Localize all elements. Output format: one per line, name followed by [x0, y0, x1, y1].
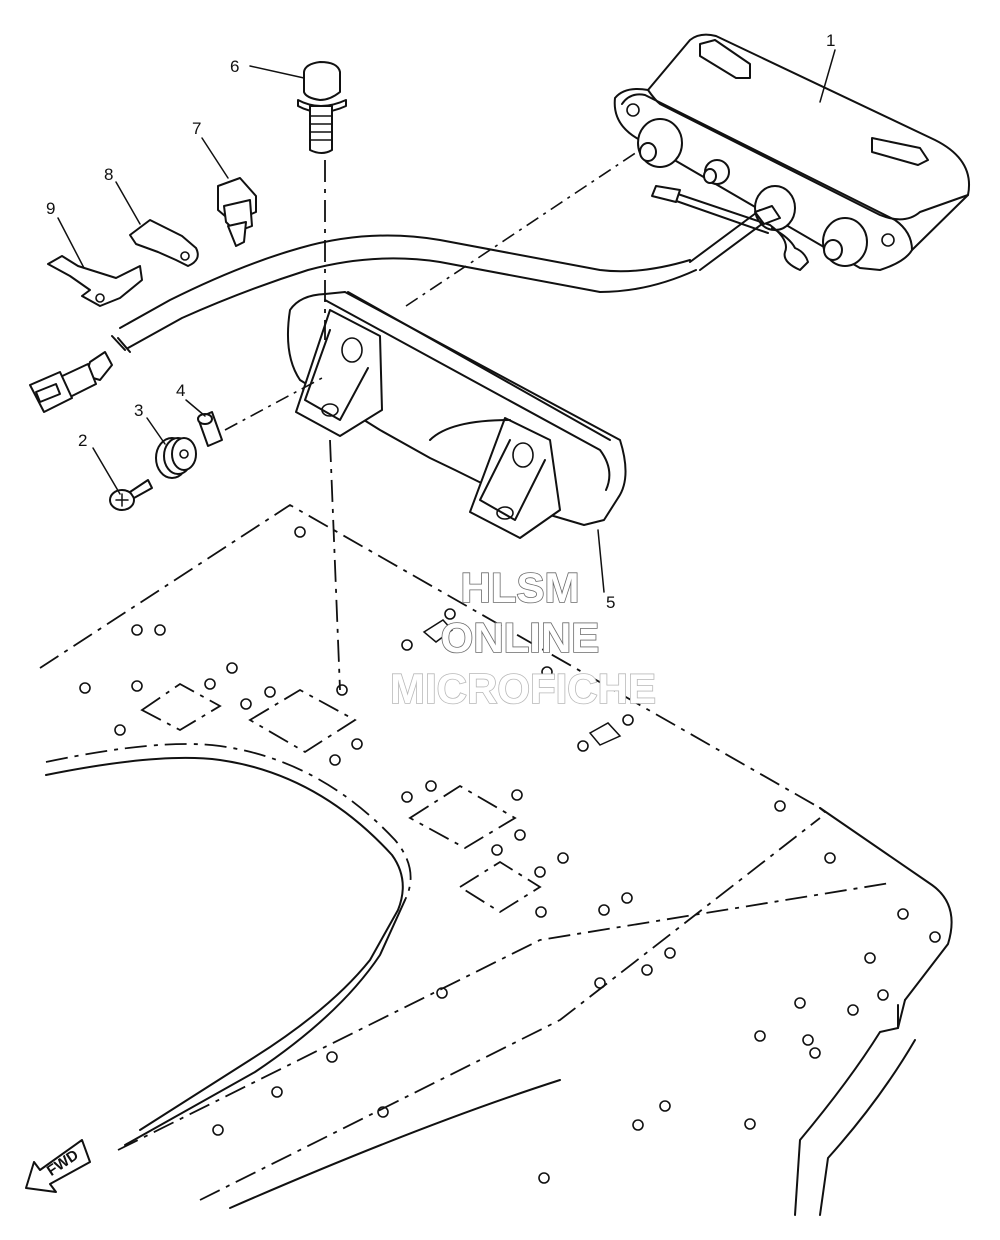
- grommet-part-3: [155, 437, 197, 479]
- bolt-part-6: [297, 61, 347, 154]
- leader-lines: [57, 49, 836, 593]
- light-bracket: [287, 291, 627, 539]
- forward-arrow-icon: FWD: [25, 1139, 91, 1193]
- callout-6: 6: [230, 57, 239, 76]
- callout-1: 1: [826, 31, 835, 50]
- clip-part-7: [217, 177, 257, 247]
- clip-part-8: [129, 219, 199, 267]
- collar-part-4: [197, 411, 223, 447]
- watermark-line-3: MICROFICHE: [390, 665, 656, 712]
- callout-9: 9: [46, 199, 55, 218]
- wire-harness: [29, 234, 697, 413]
- deck-holes: [79, 526, 941, 1184]
- callout-2: 2: [78, 431, 87, 450]
- watermark-line-1: HLSM: [461, 564, 580, 611]
- callout-5: 5: [606, 593, 615, 612]
- tail-light-assembly: [613, 33, 970, 271]
- screw-part-2: [109, 479, 153, 511]
- callout-8: 8: [104, 165, 113, 184]
- callout-3: 3: [134, 401, 143, 420]
- watermark-line-2: ONLINE: [441, 614, 600, 661]
- callout-7: 7: [192, 119, 201, 138]
- deck-cutouts: [140, 619, 622, 914]
- callout-4: 4: [176, 381, 185, 400]
- clamp-part-9: [47, 255, 143, 307]
- deck-panel: [39, 503, 953, 1216]
